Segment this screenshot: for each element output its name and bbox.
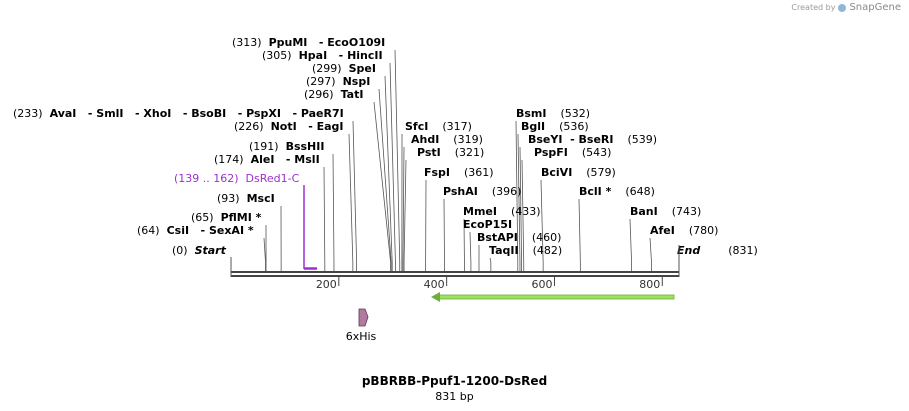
site-label-csii[interactable]: (64) CsiI - SexAI *	[137, 224, 254, 237]
site-label-mmei[interactable]: MmeI (433)	[463, 205, 541, 218]
site-label-afei[interactable]: AfeI (780)	[650, 224, 718, 237]
site-leader-line	[263, 237, 266, 271]
site-leader-line	[402, 146, 405, 271]
ruler-label: 800	[639, 278, 660, 291]
site-leader-line	[515, 120, 519, 271]
site-label-hpai[interactable]: (305) HpaI - HincII	[262, 49, 383, 62]
dsred1c-label[interactable]: (139 .. 162) DsRed1-C	[174, 172, 300, 185]
site-label-psti[interactable]: PstI (321)	[417, 146, 484, 159]
site-leader-line	[394, 49, 401, 271]
site-leader-line	[378, 88, 392, 271]
orf-arrow[interactable]	[431, 292, 675, 302]
credit-prefix: Created by	[791, 3, 836, 12]
site-leader-line	[540, 179, 544, 271]
site-label-avai[interactable]: (233) AvaI - SmlI - XhoI - BsoBI - PspXI…	[13, 107, 344, 120]
site-leader-line	[578, 198, 581, 271]
site-label-noti[interactable]: (226) NotI - EagI	[234, 120, 344, 133]
site-leader-line	[332, 153, 335, 271]
site-label-bcivi[interactable]: BciVI (579)	[541, 166, 616, 179]
site-leader-line	[521, 159, 525, 271]
site-label-fspi[interactable]: FspI (361)	[424, 166, 494, 179]
site-label-bstapi[interactable]: BstAPI (460)	[477, 231, 561, 244]
site-label-bgli[interactable]: BglI (536)	[521, 120, 589, 133]
site-label-pspfi[interactable]: PspFI (543)	[534, 146, 611, 159]
site-leader-line	[649, 237, 652, 271]
site-label-pflmi[interactable]: (65) PflMI *	[191, 211, 262, 224]
site-label-spei[interactable]: (299) SpeI	[312, 62, 376, 75]
site-label-bseyi[interactable]: BseYI - BseRI (539)	[528, 133, 657, 146]
site-leader-line	[373, 101, 391, 271]
site-label-alei[interactable]: (174) AleI - MslI	[214, 153, 320, 166]
site-leader-line	[384, 75, 393, 271]
ruler-label: 600	[531, 278, 552, 291]
snapgene-credit: Created by SnapGene	[791, 2, 901, 13]
site-label-ahdi[interactable]: AhdI (319)	[411, 133, 483, 146]
site-leader-line	[323, 166, 326, 271]
site-label-taqii[interactable]: TaqII (482)	[489, 244, 562, 257]
site-leader-line	[629, 218, 632, 271]
site-label-tati[interactable]: (296) TatI	[304, 88, 363, 101]
site-label-bani[interactable]: BanI (743)	[630, 205, 701, 218]
site-leader-line	[389, 62, 396, 271]
site-label-ppumi[interactable]: (313) PpuMI - EcoO109I	[232, 36, 385, 49]
site-leader-lines	[263, 49, 652, 271]
site-label-bcli[interactable]: BclI * (648)	[579, 185, 655, 198]
site-label-start[interactable]: (0) Start	[172, 244, 227, 257]
ruler-label: 200	[316, 278, 337, 291]
site-leader-line	[403, 159, 407, 271]
site-label-bsmi[interactable]: BsmI (532)	[516, 107, 590, 120]
snapgene-logo-icon	[838, 3, 847, 12]
site-leader-line	[352, 120, 358, 271]
ruler-label: 400	[424, 278, 445, 291]
backbone-bottom-strand	[231, 275, 679, 277]
backbone-top-strand	[231, 271, 679, 273]
site-label-msci[interactable]: (93) MscI	[217, 192, 275, 205]
site-label-ecop15i[interactable]: EcoP15I	[463, 218, 512, 231]
site-leader-line	[517, 133, 521, 271]
site-label-end[interactable]: End (831)	[677, 244, 758, 257]
site-leader-line	[519, 146, 522, 271]
plasmid-length: 831 bp	[435, 390, 474, 403]
site-label-pshai[interactable]: PshAI (396)	[443, 185, 521, 198]
site-label-sfci[interactable]: SfcI (317)	[405, 120, 472, 133]
site-leader-line	[489, 257, 492, 271]
site-leader-line	[469, 231, 472, 271]
position-ruler: 200 400 600 800	[316, 277, 663, 291]
site-labels: (313) PpuMI - EcoO109I(305) HpaI - HincI…	[13, 36, 758, 257]
site-label-bsshii[interactable]: (191) BssHII	[249, 140, 324, 153]
plasmid-name: pBBRBB-Ppuf1-1200-DsRed	[361, 374, 548, 388]
credit-brand: SnapGene	[849, 2, 901, 13]
sixhis-label: 6xHis	[345, 330, 377, 343]
site-label-nspi[interactable]: (297) NspI	[306, 75, 370, 88]
sixhis-feature-arrow[interactable]	[358, 308, 369, 327]
site-leader-line	[348, 133, 354, 271]
